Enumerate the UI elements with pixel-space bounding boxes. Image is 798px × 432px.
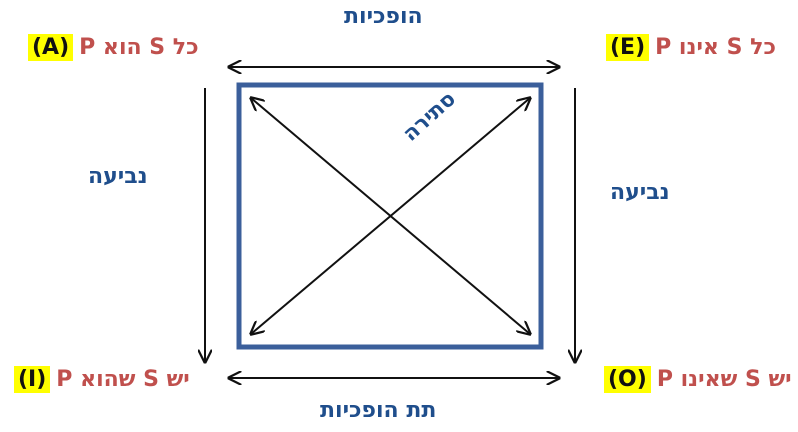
proposition-o-text: יש S שאינו P [656,367,792,392]
proposition-a-text: כל S הוא P [79,35,199,60]
proposition-o: יש S שאינו P (O) [604,366,792,393]
proposition-e-tag: (E) [606,34,650,61]
proposition-a: כל S הוא P (A) [28,34,199,61]
proposition-i-tag: (I) [14,366,51,393]
proposition-e: כל S אינו P (E) [606,34,776,61]
left-implication-label: נביעה [88,164,148,189]
proposition-e-text: כל S אינו P [655,35,776,60]
proposition-a-tag: (A) [28,34,74,61]
proposition-i-text: יש S שהוא P [56,367,190,392]
contraries-label: הופכיות [344,4,423,29]
contradiction-arrow-e-i [251,98,530,334]
subcontraries-label: תת הופכיות [320,398,437,423]
proposition-i: יש S שהוא P (I) [14,366,190,393]
proposition-o-tag: (O) [604,366,651,393]
right-implication-label: נביעה [610,180,670,205]
central-square [236,82,544,350]
